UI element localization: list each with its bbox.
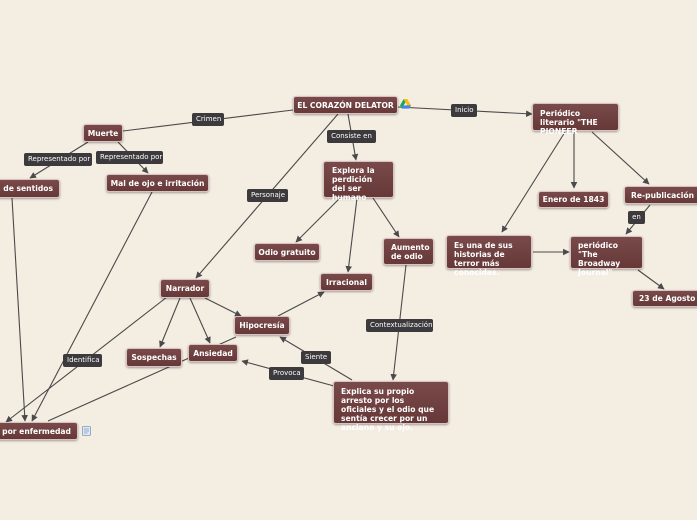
tag-contextualizacion[interactable]: Contextualización [366,319,433,332]
node-explora[interactable]: Explora la perdición del ser humano [323,161,394,202]
edge-hipocresia-irracional [277,291,325,317]
node-irracional[interactable]: Irracional [320,273,373,291]
edge-malojo-enfermedad [31,191,153,422]
edge-narrador-sospechas [159,297,181,348]
edge-narrador-hipocresia [204,297,242,317]
node-odio-gratuito[interactable]: Odio gratuito [254,243,320,261]
node-agosto[interactable]: 23 de Agosto d [632,290,697,307]
node-historias-terror[interactable]: Es una de sus historias de terror más co… [446,235,532,277]
tag-crimen[interactable]: Crimen [192,113,224,126]
note-icon[interactable] [82,426,92,436]
node-ansiedad[interactable]: Ansiedad [188,344,238,362]
tag-siente[interactable]: Siente [301,351,331,364]
node-root[interactable]: EL CORAZÓN DELATOR [293,96,398,114]
google-drive-icon[interactable] [400,99,411,109]
node-muerte[interactable]: Muerte [83,124,123,142]
edge-narrador-ansiedad [189,297,211,344]
edge-periodico-historias [501,131,566,233]
node-republicacion[interactable]: Re-publicación [624,186,697,204]
tag-en[interactable]: en [628,211,645,224]
node-mal-de-ojo[interactable]: Mal de ojo e irritación [106,174,209,192]
tag-provoca[interactable]: Provoca [269,367,304,380]
tag-representado-por-1[interactable]: Representado por [24,153,92,166]
tag-personaje[interactable]: Personaje [247,189,288,202]
edge-perdida-enfermedad [11,197,28,422]
node-explica-arresto[interactable]: Explica su propio arresto por los oficia… [333,381,449,432]
node-hipocresia[interactable]: Hipocresía [234,316,290,335]
node-perdida-sentidos[interactable]: a de sentidos [0,179,60,198]
edge-broadway-agosto [637,269,665,290]
edge-explora-aumento [372,197,400,238]
node-broadway-journal[interactable]: periódico "The Broadway Journal" [570,236,643,277]
node-enfermedad[interactable]: ra por enfermedad [0,422,78,440]
node-aumento-odio[interactable]: Aumento de odio [383,238,434,265]
tag-identifica[interactable]: Identifica [63,354,102,367]
node-enero-1843[interactable]: Enero de 1843 [538,191,609,208]
node-sospechas[interactable]: Sospechas [126,348,182,367]
node-periodico-literario[interactable]: Periódico literario "THE PIONEER [532,103,619,136]
node-narrador[interactable]: Narrador [160,279,210,298]
tag-inicio[interactable]: Inicio [451,104,477,117]
tag-consiste-en[interactable]: Consiste en [327,130,376,143]
edge-explora-odio [295,197,341,243]
tag-representado-por-2[interactable]: Representado por [96,151,163,164]
edge-explora-irracional [345,197,358,273]
edge-periodico-republicacion [591,131,650,185]
